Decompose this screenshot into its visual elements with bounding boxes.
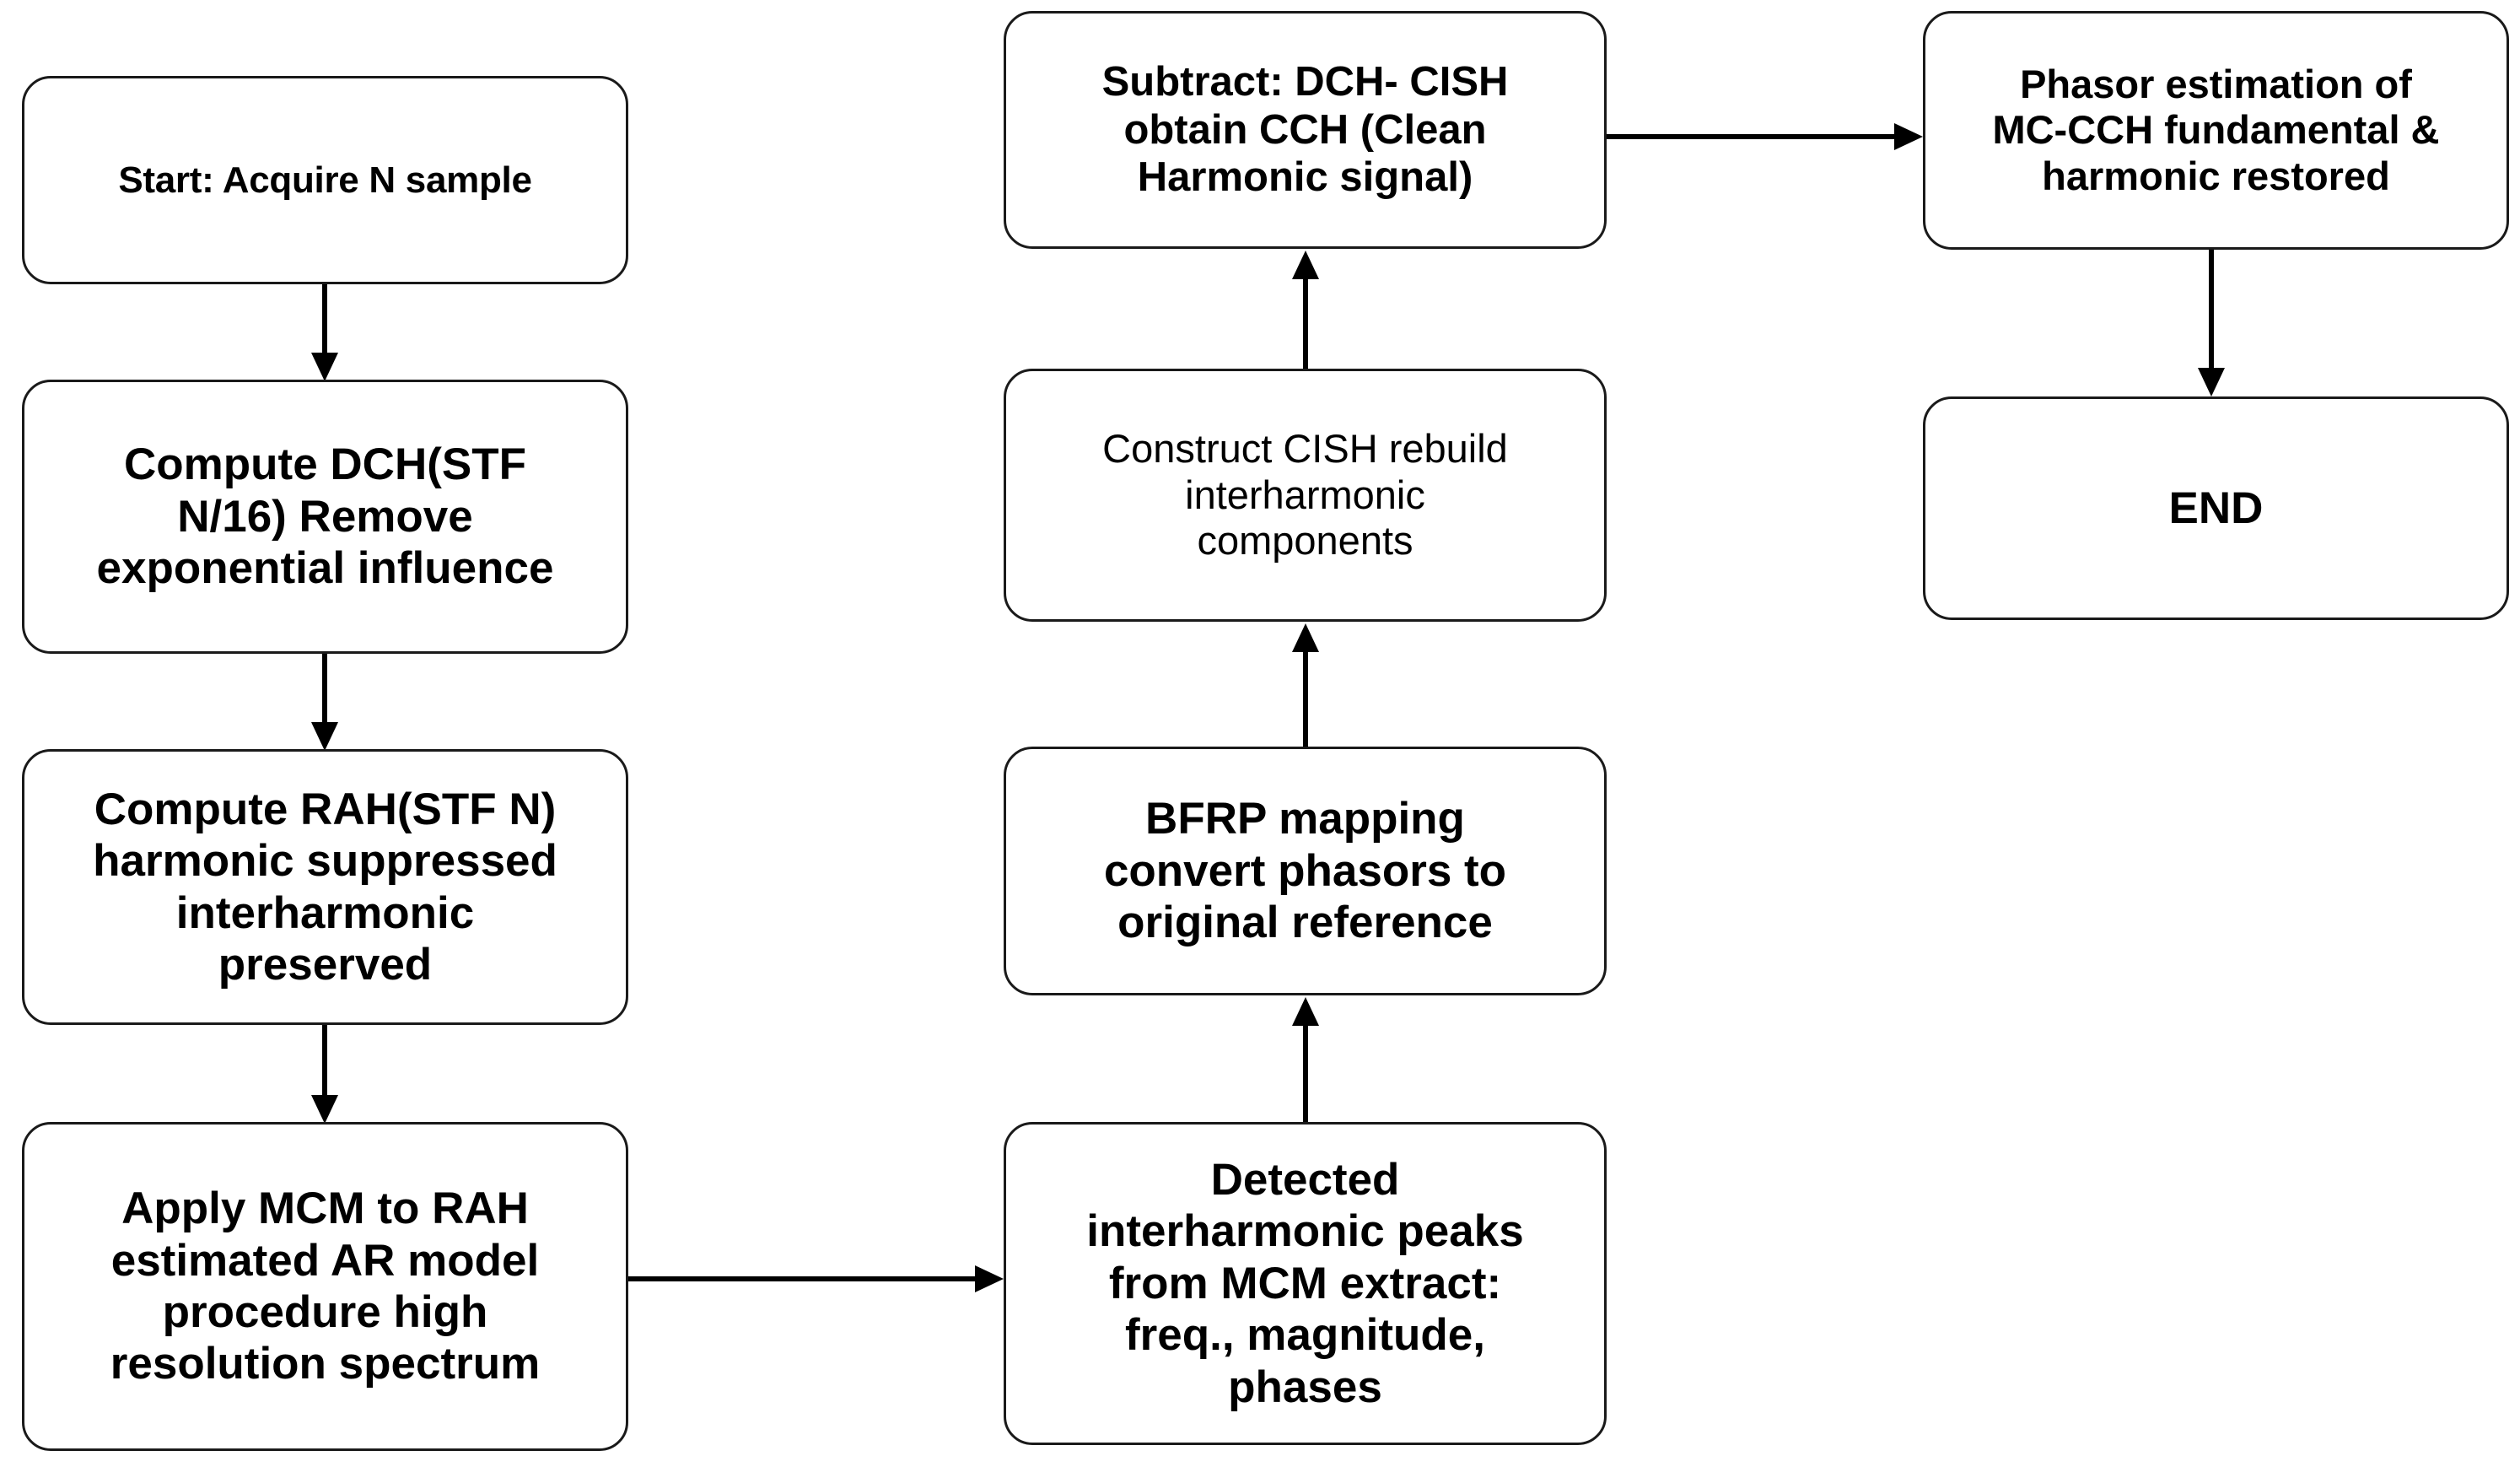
node-phasor-estimation-label: Phasor estimation of MC-CCH fundamental … (1992, 61, 2440, 198)
node-end[interactable]: END (1923, 396, 2509, 620)
node-construct-cish[interactable]: Construct CISH rebuild interharmonic com… (1004, 369, 1607, 622)
node-compute-rah-label: Compute RAH(STF N) harmonic suppressed i… (93, 784, 557, 990)
node-detected-peaks-label: Detected interharmonic peaks from MCM ex… (1086, 1154, 1524, 1412)
node-construct-cish-label: Construct CISH rebuild interharmonic com… (1102, 426, 1508, 564)
node-end-label: END (2168, 483, 2264, 533)
node-compute-rah[interactable]: Compute RAH(STF N) harmonic suppressed i… (22, 749, 628, 1025)
node-bfrp-mapping[interactable]: BFRP mapping convert phasors to original… (1004, 747, 1607, 995)
node-subtract-label: Subtract: DCH- CISH obtain CCH (Clean Ha… (1101, 58, 1509, 201)
node-start[interactable]: Start: Acquire N sample (22, 76, 628, 284)
node-apply-mcm[interactable]: Apply MCM to RAH estimated AR model proc… (22, 1122, 628, 1451)
node-compute-dch-label: Compute DCH(STF N/16) Remove exponential… (96, 440, 554, 594)
node-phasor-estimation[interactable]: Phasor estimation of MC-CCH fundamental … (1923, 11, 2509, 250)
node-detected-peaks[interactable]: Detected interharmonic peaks from MCM ex… (1004, 1122, 1607, 1445)
node-start-label: Start: Acquire N sample (118, 159, 532, 201)
node-bfrp-mapping-label: BFRP mapping convert phasors to original… (1103, 794, 1507, 948)
node-compute-dch[interactable]: Compute DCH(STF N/16) Remove exponential… (22, 380, 628, 654)
node-subtract[interactable]: Subtract: DCH- CISH obtain CCH (Clean Ha… (1004, 11, 1607, 249)
node-apply-mcm-label: Apply MCM to RAH estimated AR model proc… (110, 1184, 541, 1389)
